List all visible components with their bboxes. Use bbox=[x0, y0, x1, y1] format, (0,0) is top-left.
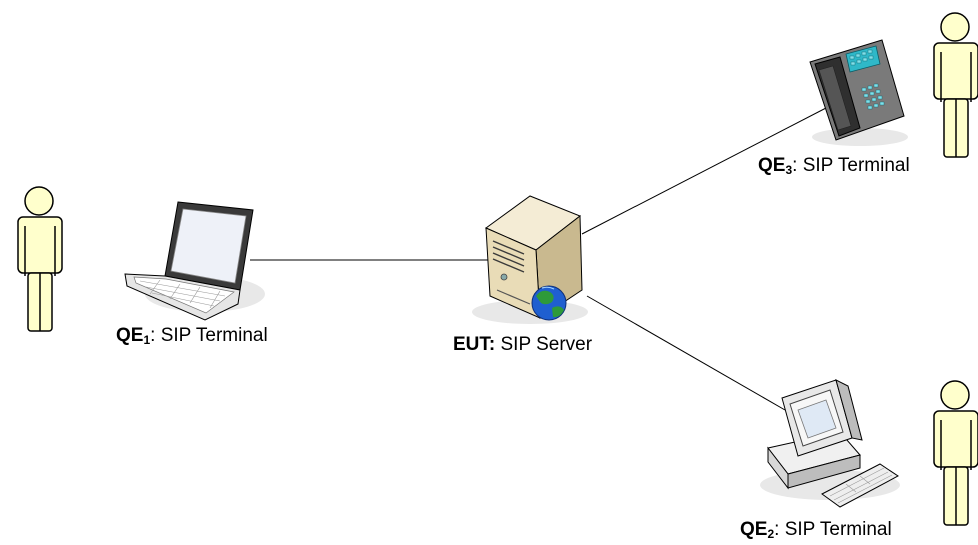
qe2-sub: 2 bbox=[767, 527, 775, 541]
eut-id: EUT: bbox=[453, 334, 496, 355]
qe2-desc: : SIP Terminal bbox=[774, 519, 892, 540]
qe3-id: QE bbox=[758, 155, 786, 176]
laptop-icon bbox=[124, 201, 265, 321]
qe2-id: QE bbox=[740, 519, 768, 540]
person-icon bbox=[17, 186, 63, 332]
qe3-desc: : SIP Terminal bbox=[792, 155, 910, 176]
link-eut-qe2 bbox=[586, 295, 786, 411]
qe1-id: QE bbox=[116, 325, 144, 346]
person-icon bbox=[933, 12, 978, 158]
server-icon bbox=[472, 195, 588, 324]
qe1-label: QE1: SIP Terminal bbox=[116, 325, 268, 351]
desk-phone-icon bbox=[809, 39, 908, 146]
qe3-label: QE3: SIP Terminal bbox=[758, 155, 910, 181]
eut-desc: SIP Server bbox=[495, 334, 593, 355]
person-icon bbox=[933, 380, 978, 526]
qe2-label: QE2: SIP Terminal bbox=[740, 519, 892, 545]
eut-label: EUT: SIP Server bbox=[453, 334, 592, 356]
qe1-desc: : SIP Terminal bbox=[150, 325, 268, 346]
link-eut-qe3 bbox=[581, 107, 827, 235]
qe3-sub: 3 bbox=[785, 163, 793, 177]
qe1-sub: 1 bbox=[143, 333, 151, 347]
desktop-computer-icon bbox=[760, 379, 900, 508]
